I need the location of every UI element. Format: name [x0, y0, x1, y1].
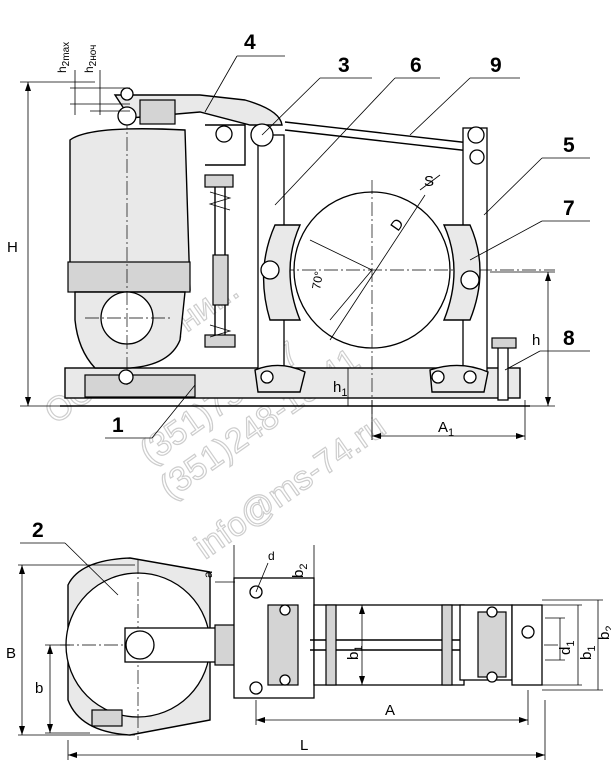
dim-L-label: L [300, 737, 308, 754]
base-frame-1 [84, 374, 196, 398]
callout-7: 7 [563, 197, 575, 220]
dim-b1-right-label: b1 [578, 646, 598, 660]
dim-h2max-label: h2max [55, 42, 72, 73]
diameter-line [329, 194, 426, 341]
plan-callouts: 2 [20, 519, 119, 596]
plan-drum-region [313, 604, 465, 686]
dim-d1-right-label: d1 [557, 641, 577, 655]
base-bolt-left [118, 369, 134, 385]
dim-S-label: S [424, 173, 434, 190]
thruster-terminal-box [91, 709, 123, 727]
callout-6: 6 [410, 54, 422, 77]
tie-rod [284, 121, 471, 152]
front-callouts: 4 3 6 9 5 7 8 1 [105, 31, 590, 439]
arm-adjust-nut [469, 149, 485, 165]
callout-5: 5 [563, 134, 575, 157]
stop-bolt-nut [491, 337, 517, 349]
callout-2: 2 [32, 519, 44, 542]
plan-stop-bolt [511, 604, 543, 686]
dim-d-top-label: d [268, 549, 275, 563]
callout-1: 1 [112, 414, 124, 437]
right-shoe-pivot [460, 270, 480, 290]
lever-pin [120, 87, 134, 101]
callout-9: 9 [490, 54, 502, 77]
callout-3: 3 [338, 54, 350, 77]
arm-top-pivot-right [467, 126, 485, 144]
spring-sleeve [212, 254, 229, 306]
spring-cap-top [204, 174, 234, 188]
dim-B-label: B [6, 645, 16, 662]
dim-a-label: a [201, 571, 215, 578]
spring-cap-bottom [204, 334, 236, 348]
dim-b2-top-label: b2 [290, 564, 310, 578]
right-brake-shoe [442, 224, 481, 321]
dim-h2nom-label: h2ноч [82, 45, 99, 73]
lever-bracket [205, 124, 246, 166]
lever-pivot-left [117, 106, 137, 126]
stop-bolt [497, 339, 509, 401]
dim-h1-label: h1 [333, 379, 347, 399]
dim-A1-label: A1 [438, 419, 454, 439]
dim-A-label: A [385, 702, 395, 719]
callout-4: 4 [244, 31, 256, 54]
lever-weight [139, 99, 176, 125]
dim-H-label: H [7, 239, 18, 256]
arm-pivot-aux [215, 125, 233, 143]
dim-h-label: h [532, 332, 540, 349]
left-brake-shoe [262, 224, 302, 321]
thruster-band [67, 261, 191, 293]
dim-angle-label: 70° [309, 270, 326, 290]
callout-8: 8 [563, 327, 575, 350]
plan-dimensions: B b a d b2 b1 d1 [6, 545, 611, 760]
thruster-body [69, 128, 191, 291]
dim-b1-left-label: b1 [345, 646, 365, 660]
spring-coil [208, 191, 232, 338]
front-view [60, 87, 555, 440]
left-shoe-pivot [260, 260, 280, 280]
dim-b-label: b [35, 680, 43, 697]
plan-view [60, 557, 560, 740]
angle-lines [309, 239, 373, 321]
dim-b2-right-label: b2 [596, 626, 611, 640]
